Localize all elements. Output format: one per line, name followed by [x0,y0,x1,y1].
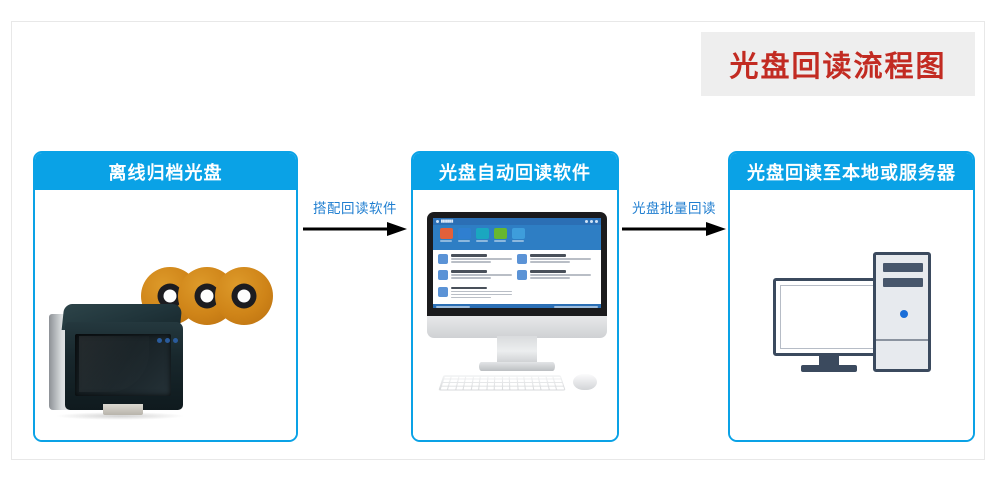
stage-3-body [730,190,973,440]
pc-workstation-icon [773,252,933,380]
indicator-light [173,338,178,343]
toolbar-label-5 [512,240,524,242]
monitor-stand-base [479,362,555,371]
disc-hole [237,289,251,303]
disc-hole [163,289,177,303]
feature-icon [438,254,448,264]
desktop-computer-icon: ██████ [423,212,611,392]
toolbar-button-2[interactable] [458,228,471,242]
app-feature-item[interactable] [517,254,596,265]
pc-monitor-stand-base [801,365,857,372]
library-front-panel [75,334,171,396]
pc-monitor-screen [780,285,878,349]
stage-readback-destination: 光盘回读至本地或服务器 [728,151,975,442]
disc-hole [200,289,214,303]
feature-text [530,270,596,281]
disc-icon [215,267,273,325]
diagram-canvas: 光盘回读流程图 离线归档光盘 [11,21,985,460]
keyboard-row [441,382,563,386]
keyboard-row [443,376,561,379]
toolbar-button-1[interactable] [440,228,453,242]
statusbar-left-text [436,306,470,308]
pc-monitor-icon [773,278,885,356]
stage-1-body [35,190,296,440]
optical-discs-icon [141,267,274,325]
arrow-right-icon [303,222,407,236]
toolbar-button-3[interactable] [476,228,489,242]
toolbar-label-2 [458,240,470,242]
toolbar-button-4[interactable] [494,228,507,242]
toolbar-label-1 [440,240,452,242]
monitor-bezel: ██████ [427,212,607,322]
feature-text [451,270,517,281]
library-indicator-lights [157,330,187,343]
toolbar-icon-3 [476,228,489,239]
maximize-icon[interactable] [590,220,593,223]
app-titlebar-left: ██████ [436,220,453,223]
app-feature-item[interactable] [438,270,517,281]
app-content-area [433,250,601,308]
mouse-icon [573,374,597,390]
app-statusbar [433,304,601,308]
toolbar-button-5[interactable] [512,228,525,242]
connector-1-label: 搭配回读软件 [313,201,397,216]
pc-monitor-stand-neck [819,356,839,367]
stage-1-header: 离线归档光盘 [35,153,296,190]
app-titlebar: ██████ [433,218,601,225]
pc-tower-divider [876,339,928,341]
close-icon[interactable] [595,220,598,223]
app-toolbar [433,225,601,250]
feature-icon [517,270,527,281]
app-feature-item[interactable] [438,254,517,265]
library-shadow [55,412,185,420]
keyboard-row [440,386,564,390]
feature-icon [517,254,527,264]
app-logo-icon [436,220,439,223]
toolbar-icon-2 [458,228,471,239]
app-feature-item[interactable] [438,286,517,301]
feature-text [451,254,517,265]
indicator-light [157,338,162,343]
monitor-stand-neck [497,336,537,366]
app-feature-item[interactable] [517,270,596,281]
page-title: 光盘回读流程图 [729,51,947,83]
monitor-chin [427,316,607,338]
minimize-icon[interactable] [585,220,588,223]
library-tray [103,404,143,415]
connector-2: 光盘批量回读 [620,197,728,236]
app-window-controls [585,220,598,223]
connector-1: 搭配回读软件 [300,197,410,236]
stage-2-body: ██████ [413,190,617,440]
keyboard-row [442,379,562,383]
pc-tower-icon [873,252,931,372]
toolbar-icon-5 [512,228,525,239]
indicator-light [165,338,170,343]
monitor-screen: ██████ [433,218,601,308]
stage-auto-readback-software: 光盘自动回读软件 ██████ [411,151,619,442]
toolbar-icon-1 [440,228,453,239]
statusbar-right-text [554,306,598,308]
library-body [65,322,183,410]
feature-text [530,254,596,265]
diagram-title-banner: 光盘回读流程图 [701,32,975,96]
keyboard-icon [438,375,566,391]
feature-icon [438,270,448,281]
stage-offline-archive-disc: 离线归档光盘 [33,151,298,442]
feature-text [451,286,517,301]
stage-2-header: 光盘自动回读软件 [413,153,617,190]
optical-disc-library-icon [49,300,189,420]
arrow-right-icon [622,222,726,236]
connector-2-label: 光盘批量回读 [632,201,716,216]
feature-icon [438,286,448,297]
stage-3-header: 光盘回读至本地或服务器 [730,153,973,190]
pc-drive-bay [883,263,923,272]
toolbar-label-4 [494,240,506,242]
app-titlebar-text: ██████ [441,220,454,223]
power-led-icon [900,310,908,318]
toolbar-icon-4 [494,228,507,239]
pc-drive-bay [883,278,923,287]
toolbar-label-3 [476,240,488,242]
